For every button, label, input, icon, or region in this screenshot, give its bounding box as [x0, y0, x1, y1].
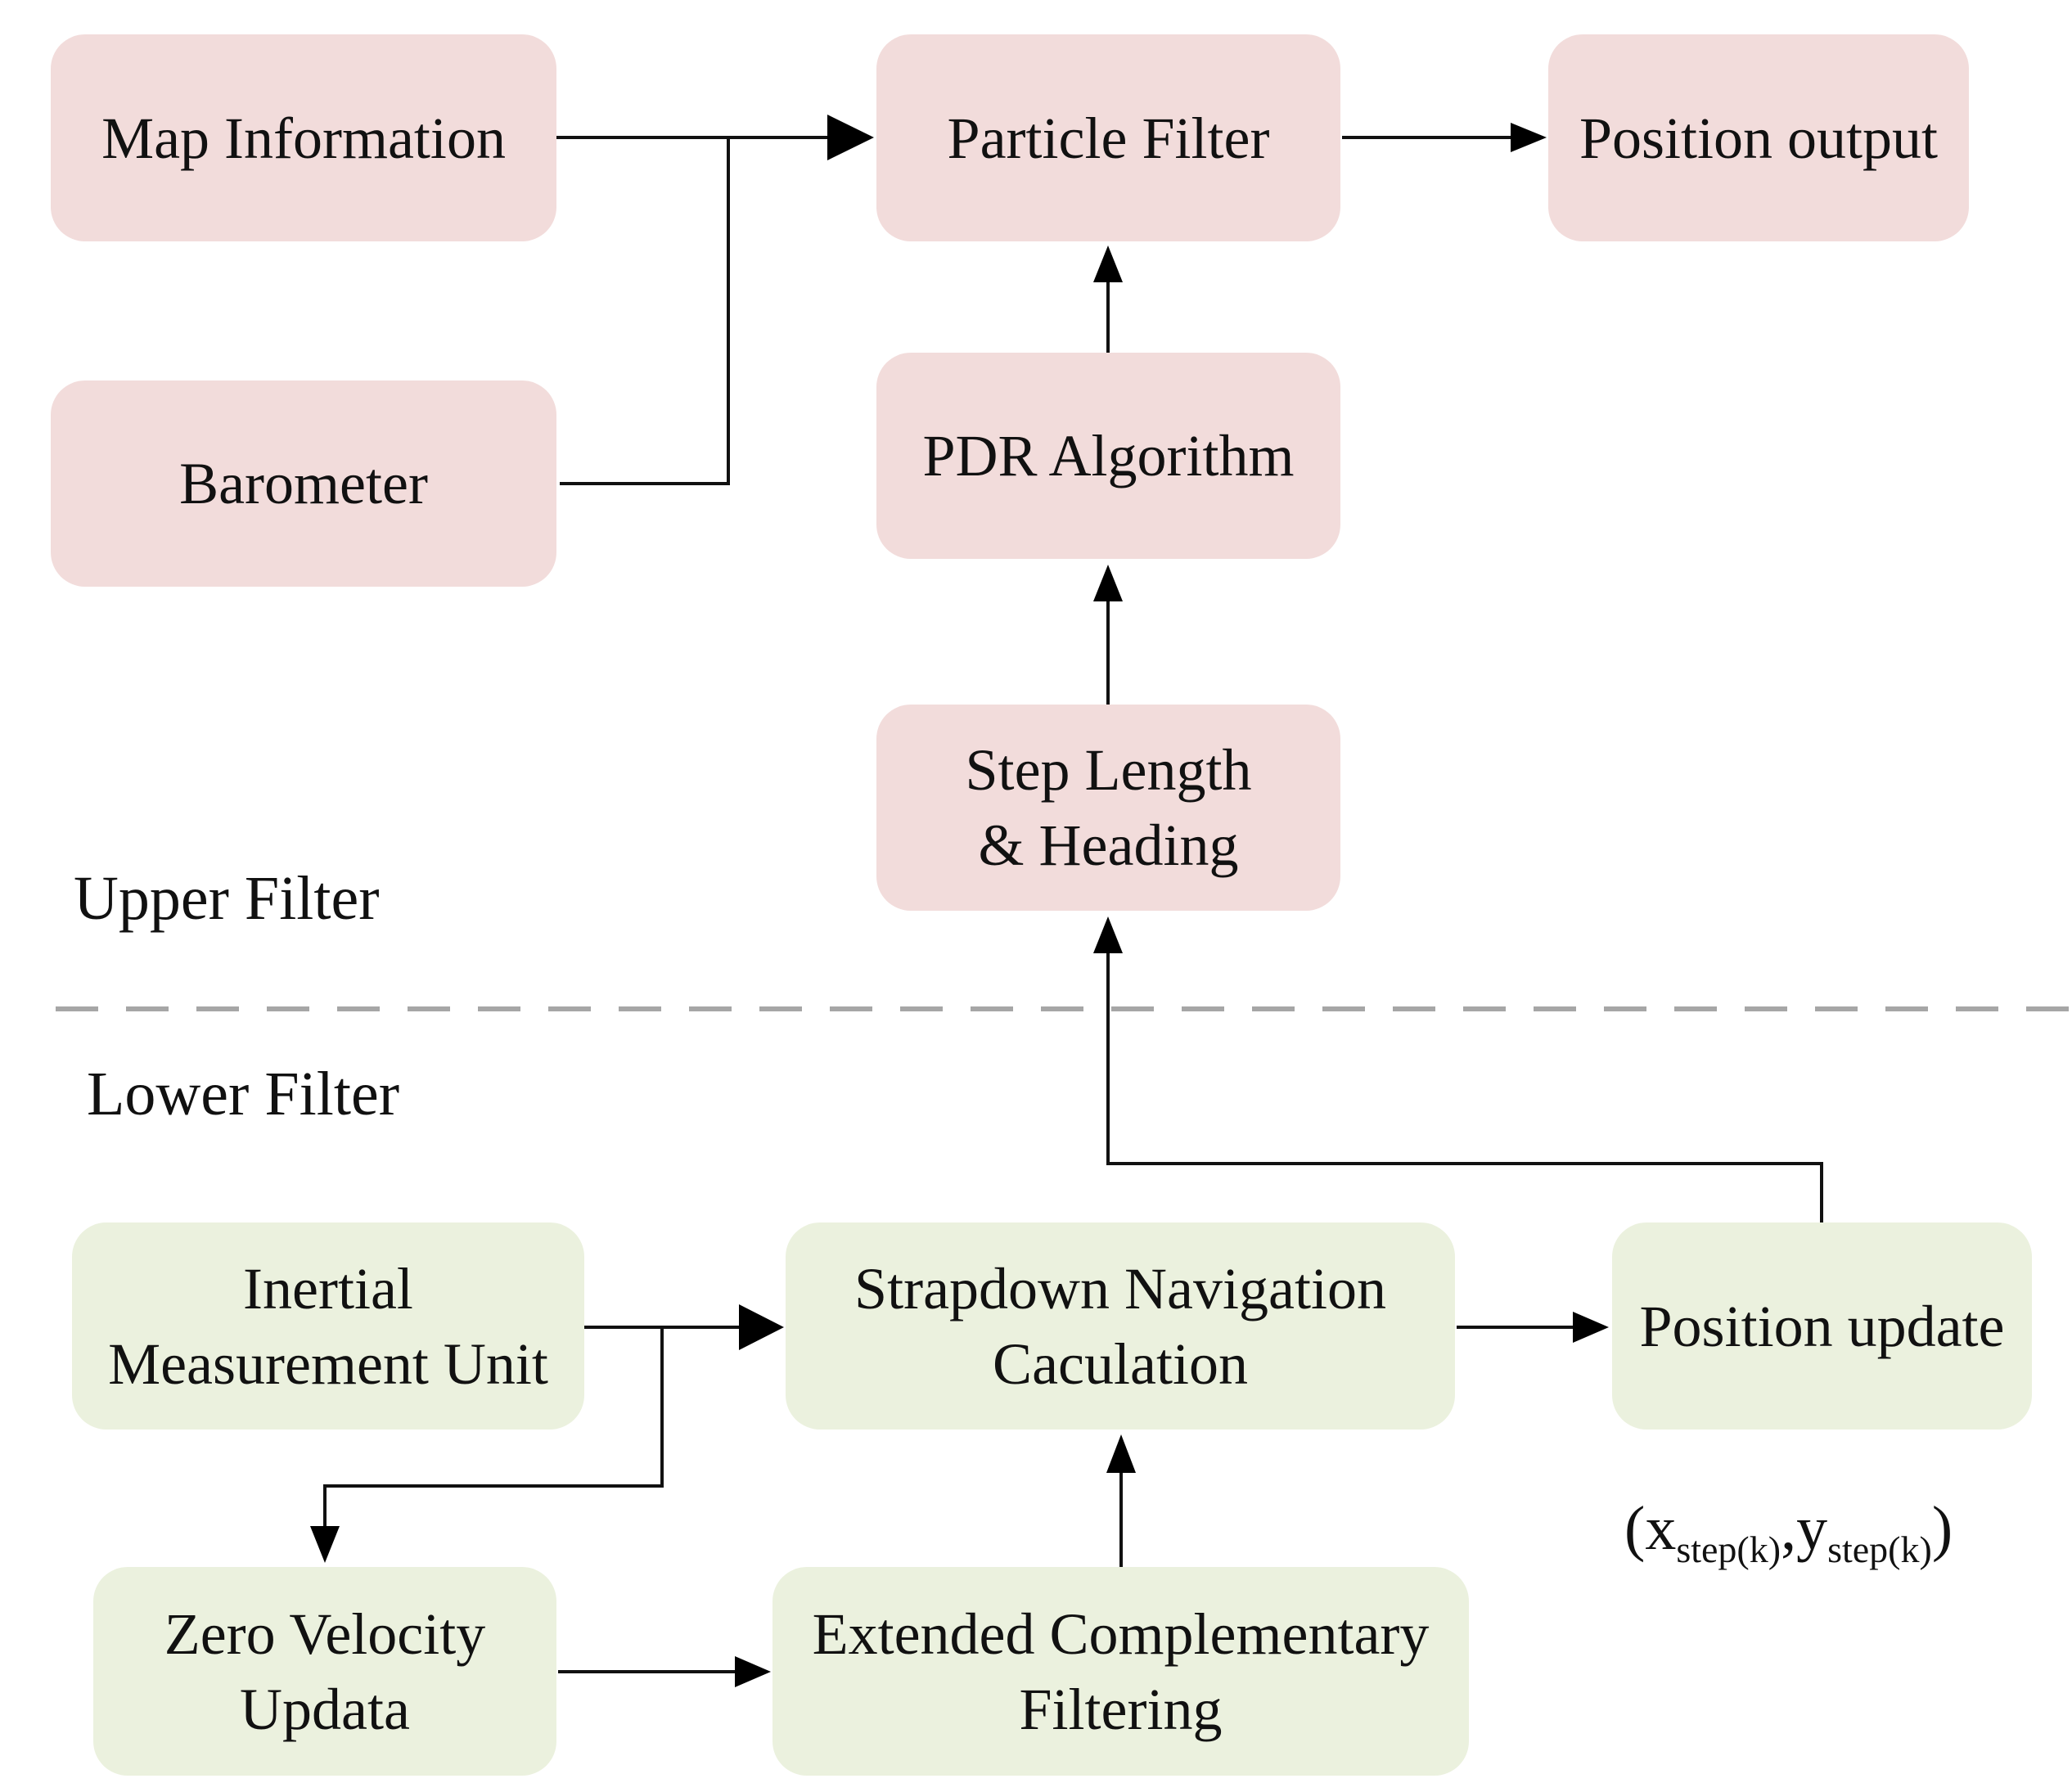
position-update-label: Position update — [1639, 1293, 2005, 1359]
pdr-algorithm-label: PDR Algorithm — [922, 423, 1295, 489]
arrowhead — [827, 115, 874, 160]
lower-filter-label: Lower Filter — [87, 1060, 400, 1128]
zvu-label-line1: Zero Velocity — [164, 1601, 486, 1667]
arrowheads — [310, 115, 1609, 1687]
arrowhead — [310, 1526, 340, 1563]
ecf-label-line1: Extended Complementary — [812, 1601, 1430, 1667]
output-formula: (xstep(k),ystep(k)) — [1624, 1493, 1953, 1571]
arrowhead — [1093, 245, 1123, 282]
extended-complementary-filtering-box: Extended Complementary Filtering — [772, 1567, 1469, 1776]
arrowhead — [1106, 1434, 1136, 1473]
arrowhead — [735, 1656, 771, 1687]
map-information-label: Map Information — [101, 105, 506, 171]
formula-x-subscript: step(k) — [1676, 1529, 1781, 1571]
ecf-label-line2: Filtering — [1019, 1676, 1223, 1742]
formula-separator: , — [1781, 1494, 1797, 1563]
formula-x: x — [1645, 1494, 1677, 1563]
imu-label-line1: Inertial — [243, 1255, 413, 1321]
arrowhead — [1093, 916, 1123, 953]
formula-y-subscript: step(k) — [1827, 1529, 1932, 1571]
arrowhead — [739, 1304, 784, 1350]
barometer-label: Barometer — [179, 451, 428, 516]
arrowhead — [1511, 123, 1547, 152]
arrowhead — [1093, 565, 1123, 601]
formula-y: y — [1796, 1494, 1828, 1563]
arrowhead — [1573, 1312, 1609, 1343]
step-length-heading-box: Step Length & Heading — [876, 705, 1340, 911]
position-output-box: Position output — [1548, 34, 1969, 241]
step-length-label-line1: Step Length — [965, 737, 1252, 803]
barometer-merge-line — [560, 137, 730, 485]
map-information-box: Map Information — [51, 34, 556, 241]
particle-filter-label: Particle Filter — [947, 105, 1270, 171]
barometer-box: Barometer — [51, 380, 556, 587]
strapdown-label-line2: Caculation — [993, 1330, 1248, 1397]
position-update-box: Position update — [1612, 1222, 2032, 1430]
strapdown-label-line1: Strapdown Navigation — [854, 1255, 1386, 1321]
formula-close-paren: ) — [1931, 1494, 1953, 1563]
imu-box: Inertial Measurement Unit — [72, 1222, 584, 1430]
pdr-algorithm-box: PDR Algorithm — [876, 353, 1340, 559]
imu-to-zvu-arrow — [323, 1327, 664, 1526]
zvu-label-line2: Updata — [240, 1676, 410, 1742]
step-length-label-line2: & Heading — [978, 813, 1239, 878]
position-update-loop-arrow — [1106, 953, 1823, 1222]
strapdown-navigation-box: Strapdown Navigation Caculation — [786, 1222, 1455, 1430]
formula-open-paren: ( — [1624, 1494, 1646, 1563]
imu-label-line2: Measurement Unit — [108, 1330, 548, 1397]
particle-filter-box: Particle Filter — [876, 34, 1340, 241]
zero-velocity-update-box: Zero Velocity Updata — [93, 1567, 556, 1776]
upper-filter-label: Upper Filter — [74, 864, 380, 933]
position-output-label: Position output — [1579, 105, 1939, 171]
